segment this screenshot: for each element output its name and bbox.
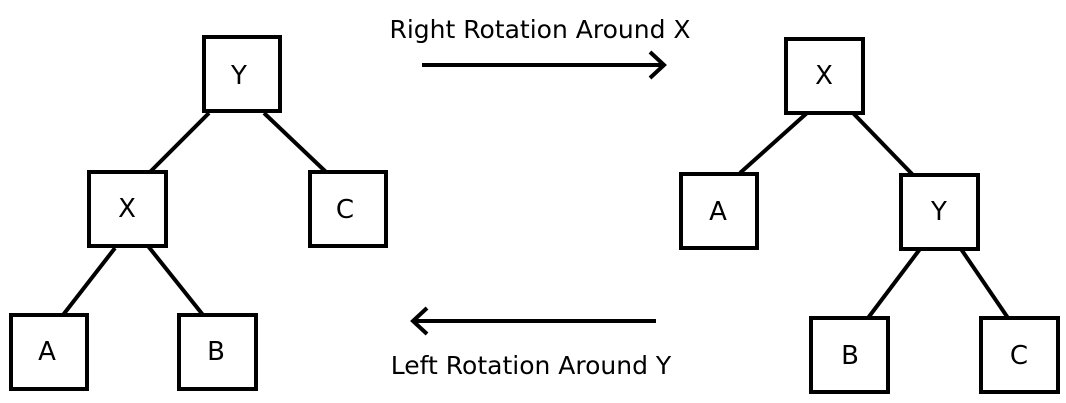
- right-rotation-group: Right Rotation Around X: [389, 15, 691, 80]
- right-tree-node-right-child: Y: [899, 173, 980, 251]
- left-tree-node-right-child: C: [308, 170, 388, 248]
- right-tree-node-right-right: C: [979, 316, 1060, 394]
- left-tree-edge-left-to-leftright: [146, 244, 205, 317]
- left-tree-node-left-left: A: [9, 313, 89, 391]
- right-tree-node-right-right-label: C: [1010, 341, 1028, 371]
- left-tree-edge-root-to-left: [148, 111, 211, 174]
- right-tree-edge-right-to-rightright: [959, 247, 1010, 320]
- right-tree-edge-root-to-left: [738, 111, 809, 175]
- left-tree-node-left-right-label: B: [207, 337, 225, 367]
- left-tree-node-root: Y: [202, 35, 282, 113]
- right-tree-node-left-child: A: [679, 172, 759, 250]
- right-rotation-caption: Right Rotation Around X: [389, 15, 690, 44]
- left-arrow-icon: [410, 306, 656, 336]
- left-tree-node-left-child: X: [87, 170, 168, 248]
- right-tree-edge-right-to-rightleft: [866, 247, 922, 320]
- right-tree: X A Y B C: [679, 37, 1060, 394]
- left-tree-edge-root-to-right: [262, 111, 328, 174]
- right-tree-node-right-left-label: B: [841, 341, 859, 371]
- right-tree-node-root: X: [784, 37, 865, 115]
- left-tree-node-left-left-label: A: [38, 337, 56, 367]
- left-tree-node-root-label: Y: [230, 61, 247, 91]
- left-tree-node-right-child-label: C: [336, 195, 354, 225]
- left-tree-node-left-child-label: X: [118, 194, 136, 224]
- right-tree-node-left-child-label: A: [709, 197, 727, 227]
- left-rotation-group: Left Rotation Around Y: [391, 306, 672, 380]
- right-tree-node-root-label: X: [815, 61, 833, 91]
- left-tree-edge-left-to-leftleft: [61, 246, 117, 317]
- left-tree-node-left-right: B: [177, 313, 258, 391]
- right-tree-edge-root-to-right: [851, 111, 915, 177]
- right-tree-node-right-left: B: [809, 316, 890, 394]
- right-arrow-icon: [422, 50, 667, 80]
- left-tree: Y X C A B: [9, 35, 388, 391]
- left-rotation-caption: Left Rotation Around Y: [391, 351, 672, 380]
- right-tree-node-right-child-label: Y: [930, 197, 947, 227]
